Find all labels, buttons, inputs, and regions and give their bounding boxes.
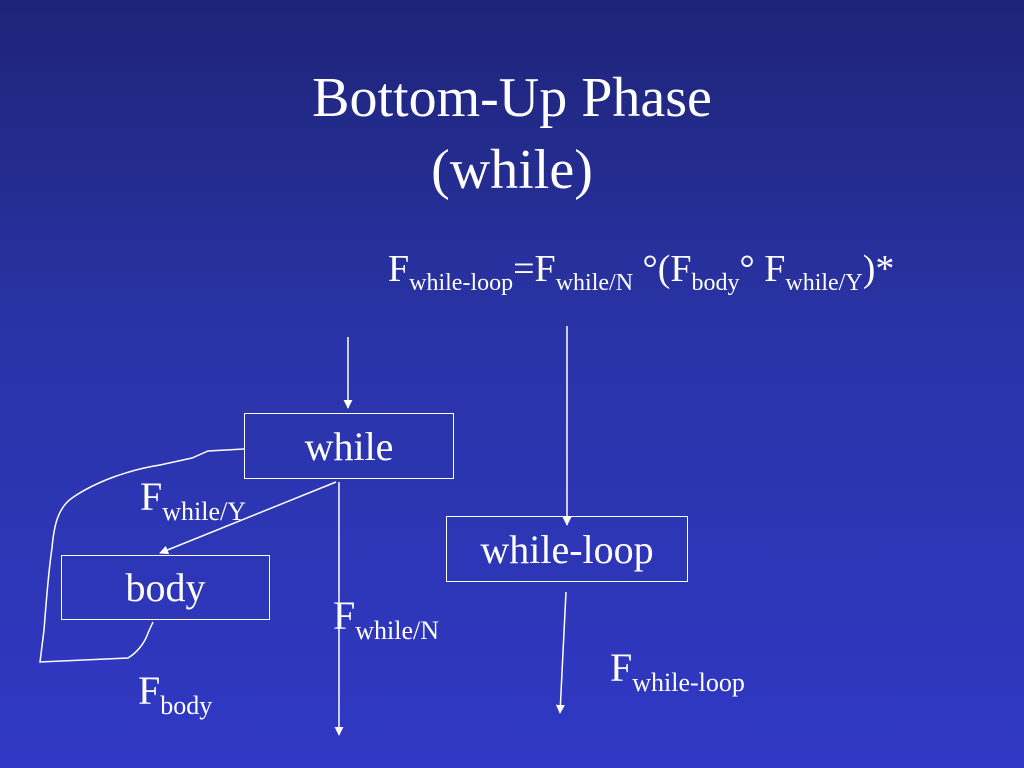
label-f-body-f: F (138, 668, 161, 713)
formula-sub-while-n: while/N (555, 270, 634, 296)
label-f-while-loop-f: F (610, 645, 633, 690)
slide-title-line-1: Bottom-Up Phase (312, 67, 712, 129)
formula-star: )* (862, 248, 895, 290)
while-loop-box: while-loop (446, 516, 688, 582)
while-box-label: while (304, 423, 394, 469)
formula-compose-2: ° F (739, 248, 786, 290)
formula-equals: =F (513, 248, 556, 290)
formula-sub-while-y: while/Y (785, 270, 863, 296)
while-loop-box-label: while-loop (480, 526, 654, 572)
label-f-while-loop-sub: while-loop (632, 668, 745, 697)
while-loop-formula: Fwhile-loop=Fwhile/N °(Fbody° Fwhile/Y)* (388, 244, 895, 296)
back-edge-loop (39, 448, 245, 663)
while-loop-exit-arrow (555, 591, 567, 714)
while-box: while (244, 413, 454, 479)
label-f-while-y-sub: while/Y (162, 497, 247, 526)
label-f-while-y: Fwhile/Y (140, 474, 246, 525)
formula-sub-while-loop: while-loop (409, 270, 514, 296)
label-f-body: Fbody (138, 668, 212, 719)
label-f-while-n: Fwhile/N (333, 593, 439, 644)
slide-title-line-2: (while) (431, 139, 593, 201)
label-f-while-n-f: F (333, 593, 356, 638)
label-f-while-n-sub: while/N (355, 616, 440, 645)
label-f-body-sub: body (160, 691, 213, 720)
label-f-while-loop: Fwhile-loop (610, 645, 745, 696)
while-to-body-arrow (159, 481, 337, 555)
formula-sub-body: body (691, 270, 740, 296)
formula-compose: °(F (633, 248, 692, 290)
label-f-while-y-f: F (140, 474, 163, 519)
slide-title: Bottom-Up Phase (while) (0, 62, 1024, 206)
formula-f1: F (388, 248, 410, 290)
body-box-label: body (125, 565, 206, 610)
body-box: body (61, 555, 270, 620)
